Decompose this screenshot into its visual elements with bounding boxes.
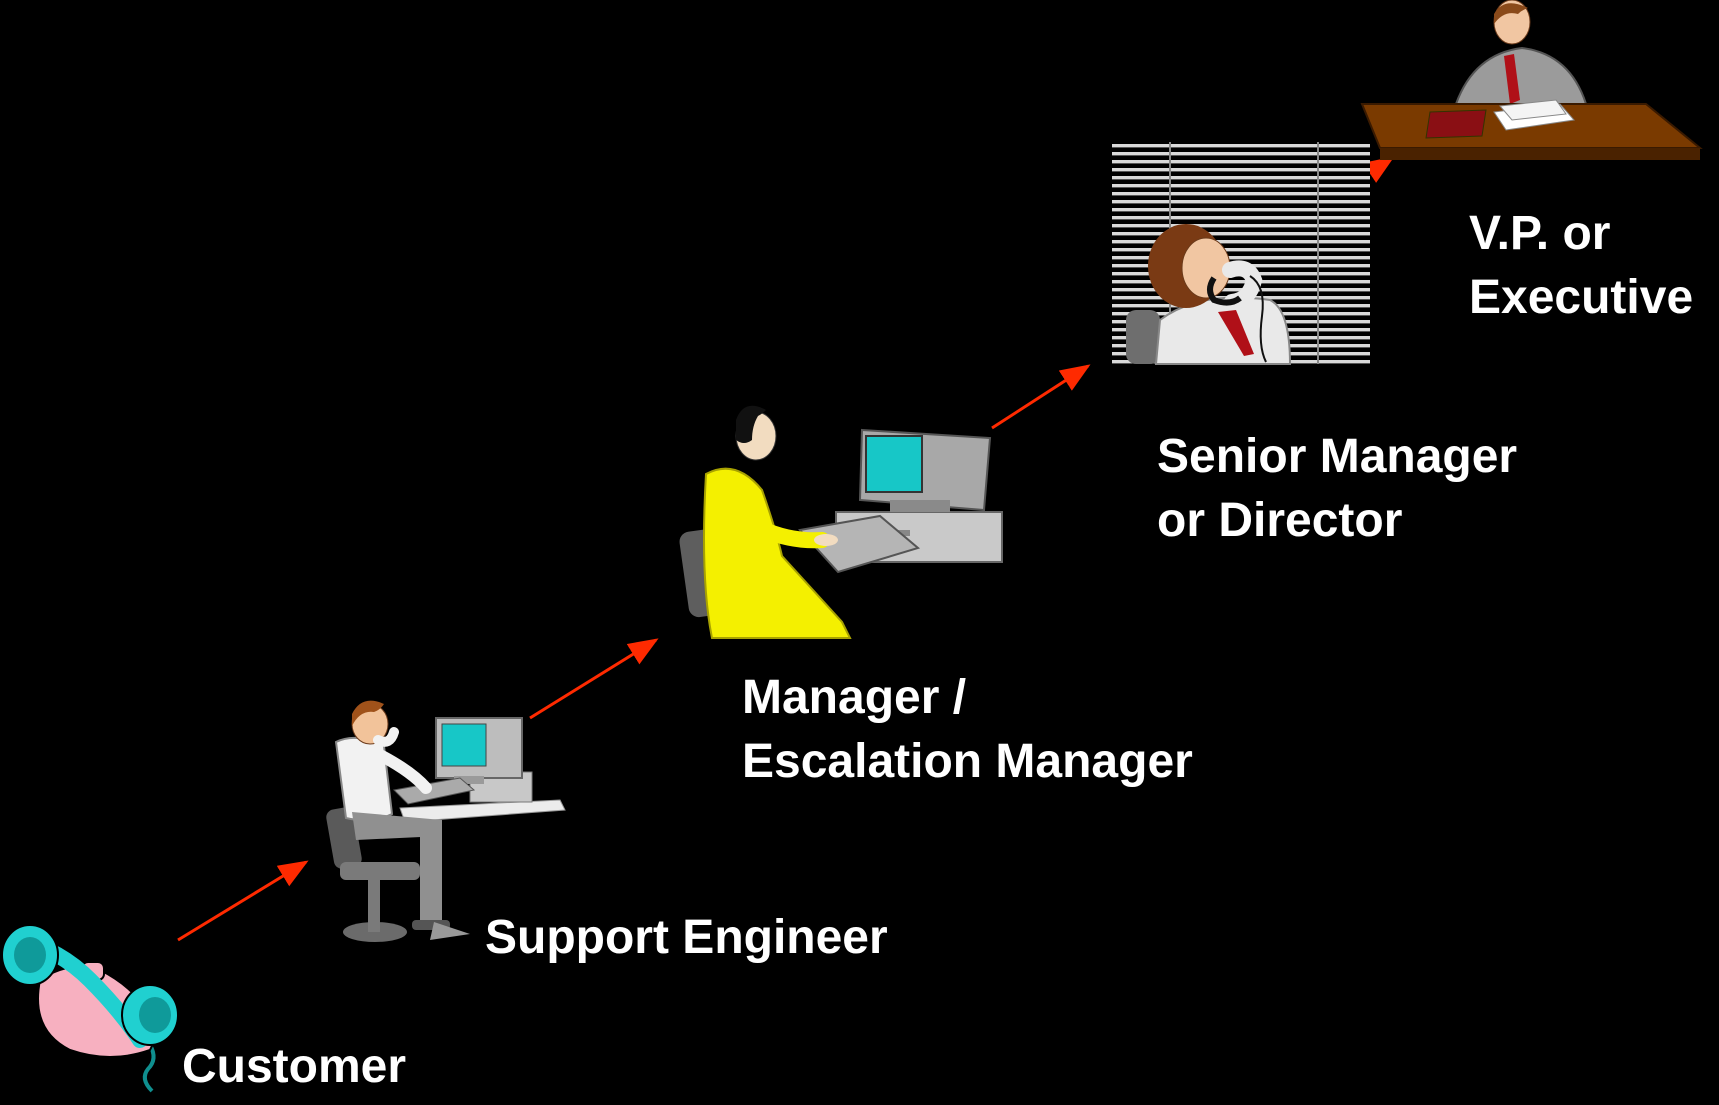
label-line: Senior Manager xyxy=(1157,430,1518,483)
label-line: Support Engineer xyxy=(485,911,888,964)
label-executive: V.P. or Executive xyxy=(1469,202,1693,330)
label-customer: Customer xyxy=(182,1035,406,1099)
label-line: V.P. or xyxy=(1469,207,1611,260)
arrow-customer-to-engineer xyxy=(177,860,309,942)
engineer-at-computer-icon xyxy=(326,700,566,942)
telephone-handset-icon xyxy=(1,924,179,1093)
director-on-phone-icon xyxy=(1112,142,1370,365)
arrow-manager-to-director xyxy=(991,364,1091,430)
label-support-engineer: Support Engineer xyxy=(485,906,888,970)
executive-at-desk-icon xyxy=(1360,0,1703,160)
label-director: Senior Manager or Director xyxy=(1157,425,1517,553)
arrow-engineer-to-manager xyxy=(529,638,659,720)
label-line: Manager / xyxy=(742,671,967,724)
label-manager: Manager / Escalation Manager xyxy=(742,666,1193,794)
manager-at-computer-icon xyxy=(679,405,1003,639)
label-line: Customer xyxy=(182,1040,407,1093)
label-line: or Director xyxy=(1157,494,1403,547)
label-line: Escalation Manager xyxy=(742,735,1193,788)
label-line: Executive xyxy=(1469,271,1694,324)
